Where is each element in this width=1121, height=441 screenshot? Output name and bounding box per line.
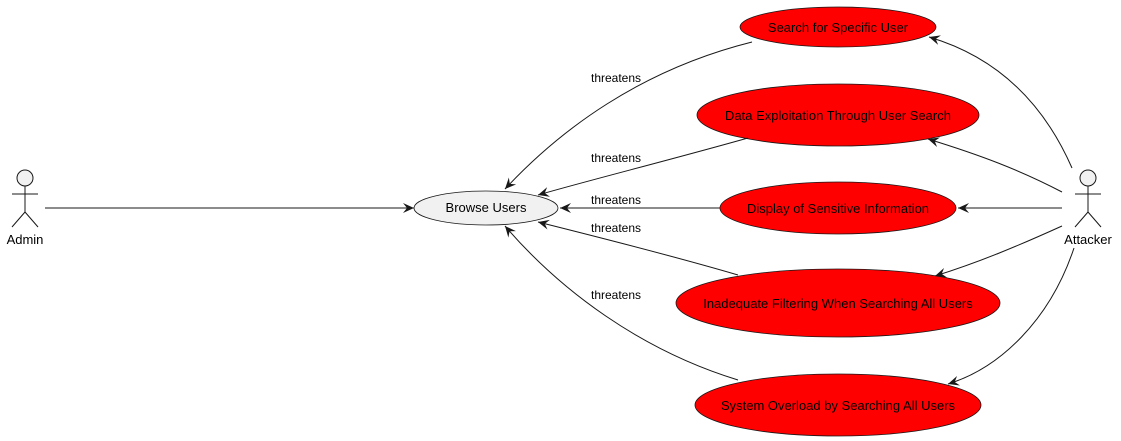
use-case-data-exploitation: Data Exploitation Through User Search [696,83,980,147]
attacker-actor-icon [1074,169,1102,228]
display-sensitive-label: Display of Sensitive Information [747,201,929,216]
threatens-label-4: threatens [591,221,641,235]
threatens-label-5: threatens [591,288,641,302]
data-exploitation-label: Data Exploitation Through User Search [725,108,951,123]
inadequate-filtering-threatens-edge [537,219,739,276]
admin-label: Admin [7,232,44,247]
system-overload-label: System Overload by Searching All Users [721,398,956,413]
attacker-to-search-specific-edge [928,35,1073,169]
threatens-label-3: threatens [591,193,641,207]
inadequate-filtering-label: Inadequate Filtering When Searching All … [703,296,973,311]
threatens-label-1: threatens [591,71,641,85]
data-exploitation-threatens-edge [537,137,749,197]
use-case-system-overload: System Overload by Searching All Users [694,373,982,437]
attacker-label: Attacker [1064,232,1112,247]
use-case-search-specific-user: Search for Specific User [739,6,937,48]
attacker-actor: Attacker [1064,169,1113,247]
admin-actor-icon [11,169,39,228]
attacker-to-inadequate-filtering-edge [934,225,1063,278]
browse-users-label: Browse Users [446,200,527,215]
use-case-inadequate-filtering: Inadequate Filtering When Searching All … [675,268,1001,338]
admin-actor: Admin [7,169,44,247]
search-specific-threatens-edge [504,41,753,190]
search-specific-user-label: Search for Specific User [768,20,909,35]
system-overload-threatens-edge [504,225,739,381]
attacker-to-system-overload-edge [947,247,1075,386]
use-case-browse-users: Browse Users [413,190,559,226]
use-case-display-sensitive: Display of Sensitive Information [719,181,957,235]
threatens-label-2: threatens [591,151,641,165]
attacker-to-data-exploitation-edge [927,137,1063,193]
